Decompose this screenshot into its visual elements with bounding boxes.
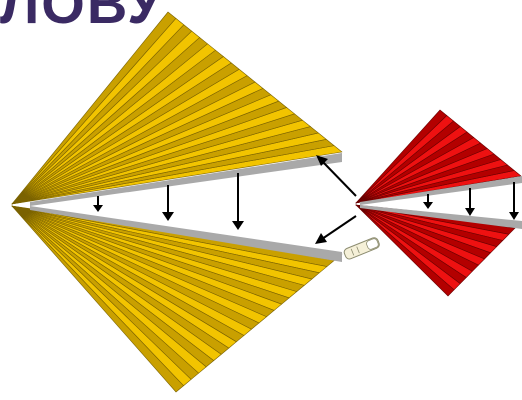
large-fan-lower-membrane	[30, 206, 342, 262]
small-fan-lower-membrane	[360, 205, 522, 229]
diagonal-arrow-icon	[315, 215, 357, 244]
diagonal-arrow-icon	[316, 155, 357, 197]
down-arrow-icon	[465, 188, 475, 216]
small-fan-top-wing	[355, 109, 522, 204]
large-fan-bottom-wing	[11, 205, 343, 393]
large-fan-pleat	[11, 11, 177, 205]
finger-pointer-icon	[343, 237, 380, 260]
down-arrow-icon	[162, 185, 174, 221]
down-arrow-icon	[509, 182, 519, 220]
down-arrow-icon	[93, 196, 103, 212]
large-fan-upper-membrane	[30, 153, 342, 206]
small-fan-pleat	[355, 204, 455, 297]
large-fan-pleat	[11, 205, 184, 393]
down-arrow-icon	[232, 173, 244, 230]
small-fan-pleat	[355, 109, 448, 204]
down-arrow-icon	[423, 194, 433, 209]
page-heading: ЛОВУ	[0, 0, 164, 35]
small-fan-upper-membrane	[360, 176, 522, 205]
large-fan-top-wing	[11, 11, 343, 205]
